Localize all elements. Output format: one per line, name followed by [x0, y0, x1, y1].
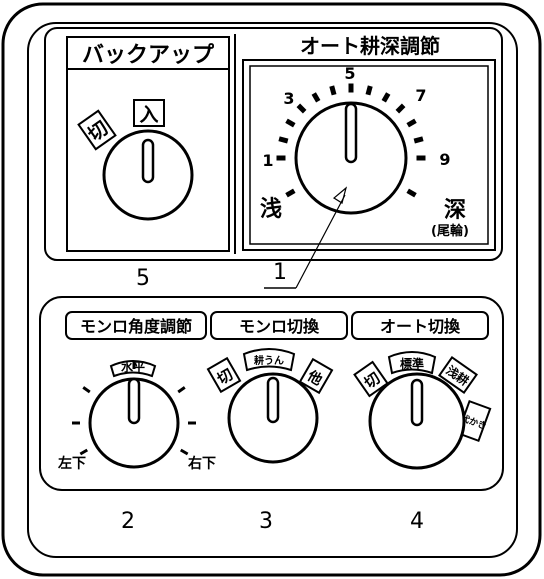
mono-switch-section: モンロ切換 切 耕うん 他	[206, 311, 348, 464]
mono-angle-ticks	[72, 361, 196, 456]
depth-tick-10	[406, 118, 417, 128]
depth-label-9: 9	[439, 150, 450, 169]
auto-switch-standard-tag: 標準	[387, 351, 437, 375]
backup-on-label: 入	[139, 104, 158, 126]
angle-tick-6	[179, 448, 189, 456]
mono-switch-title-box	[210, 311, 348, 340]
auto-depth-leader-arrow	[332, 186, 348, 204]
deep-sub-label: (尾輪)	[431, 223, 469, 239]
mono-switch-tillage-tag: 耕うん	[242, 348, 296, 372]
mono-switch-other-label: 他	[304, 367, 325, 389]
auto-depth-knob-pointer	[344, 102, 358, 164]
mono-angle-title-box	[65, 311, 207, 340]
backup-on-tag: 入	[133, 99, 165, 127]
backup-knob-pointer	[141, 138, 155, 184]
depth-label-5: 5	[344, 64, 355, 83]
auto-switch-title-box	[351, 311, 489, 340]
mono-angle-knob-pointer	[127, 377, 141, 425]
angle-tick-3	[132, 361, 136, 369]
mono-switch-knob-pointer	[266, 376, 280, 424]
mono-switch-callout-number: 3	[259, 509, 273, 534]
mono-switch-other-tag: 他	[298, 357, 334, 395]
backup-callout-number: 5	[136, 266, 150, 291]
shallow-label: 浅	[260, 197, 282, 222]
mono-switch-title: モンロ切換	[239, 317, 320, 336]
auto-switch-off-tag: 切	[353, 360, 389, 398]
depth-label-3: 3	[283, 89, 294, 108]
depth-tick-8	[381, 92, 391, 103]
backup-section: バックアップ 切 入	[66, 36, 230, 252]
depth-tick-13	[406, 188, 417, 198]
auto-switch-title: オート切換	[380, 317, 461, 336]
auto-depth-body-box	[242, 59, 496, 251]
auto-depth-title: オート耕深調節	[300, 34, 440, 58]
depth-tick-7	[365, 85, 373, 96]
auto-depth-leader-line	[295, 194, 346, 289]
backup-body-box	[66, 68, 230, 252]
angle-tick-0	[79, 448, 89, 456]
mono-angle-title: モンロ角度調節	[80, 317, 192, 336]
auto-depth-section: オート耕深調節 1 3 5 7 9 浅 深 (尾輪)	[242, 34, 496, 251]
auto-depth-inner-box	[249, 65, 489, 245]
depth-tick-6	[348, 83, 354, 93]
mono-switch-off-tag: 切	[206, 356, 242, 394]
depth-tick-2	[285, 118, 296, 128]
auto-switch-section: オート切換 切 標準 浅耕 代かき	[351, 311, 492, 470]
angle-tick-4	[177, 386, 186, 394]
angle-tick-5	[188, 421, 196, 425]
inner-frame	[27, 22, 518, 558]
depth-label-1: 1	[262, 151, 273, 170]
left-down-label: 左下	[57, 455, 86, 472]
auto-switch-callout-number: 4	[410, 509, 424, 534]
angle-tick-1	[72, 421, 80, 425]
auto-switch-puddling-tag: 代かき	[456, 399, 492, 443]
right-down-label: 右下	[187, 455, 216, 472]
depth-tick-3	[296, 103, 307, 114]
depth-scale-ticks	[276, 83, 426, 198]
depth-tick-14	[285, 188, 296, 198]
auto-switch-knob-pointer	[410, 378, 424, 427]
bottom-box	[39, 296, 504, 491]
depth-tick-11	[413, 136, 424, 144]
mono-switch-tillage-label: 耕うん	[254, 354, 284, 367]
top-box	[44, 27, 503, 261]
deep-label: 深	[444, 198, 466, 223]
depth-tick-5	[329, 85, 337, 96]
auto-switch-standard-label: 標準	[400, 356, 424, 371]
depth-tick-9	[395, 103, 406, 114]
depth-tick-4	[311, 92, 321, 103]
depth-tick-12	[416, 155, 426, 161]
depth-label-7: 7	[415, 86, 426, 105]
mono-angle-section: モンロ角度調節 水平 左下 右下	[57, 311, 216, 472]
auto-depth-callout-number: 1	[273, 260, 287, 285]
backup-title: バックアップ	[82, 43, 215, 68]
mono-angle-callout-number: 2	[121, 509, 135, 534]
depth-tick-1	[278, 136, 289, 144]
depth-tick-0	[276, 155, 286, 161]
backup-off-tag: 切	[77, 109, 117, 151]
angle-tick-2	[82, 386, 91, 394]
